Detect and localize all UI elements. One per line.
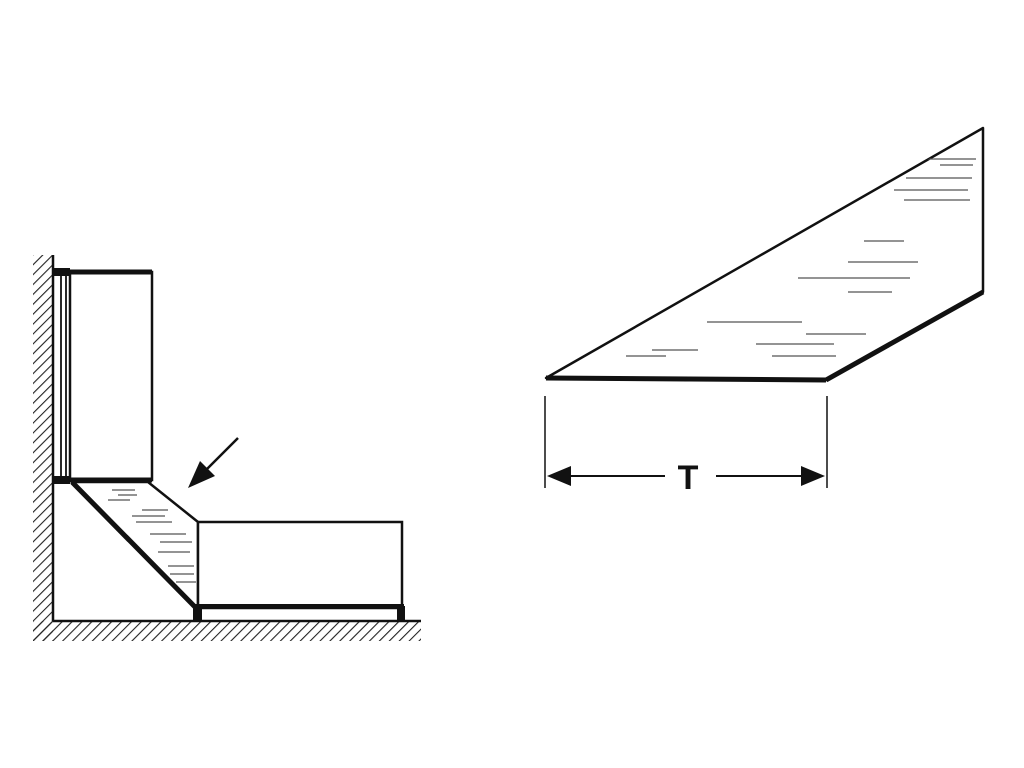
dimension-t: T [544, 396, 828, 497]
wedge-piece [544, 126, 985, 383]
lower-cabinet [193, 520, 405, 621]
dimension-arrow-right-icon [801, 466, 825, 486]
wall-hatch [33, 255, 53, 641]
corner-filler-piece [69, 480, 200, 614]
dimension-arrow-left-icon [547, 466, 571, 486]
upper-cabinet [54, 268, 154, 484]
wall-and-floor [33, 255, 421, 641]
arrow-pointer-icon [188, 437, 239, 488]
dimension-label: T [678, 459, 699, 497]
left-figure [33, 255, 421, 641]
right-figure: T [544, 126, 985, 497]
floor-hatch [33, 621, 421, 641]
